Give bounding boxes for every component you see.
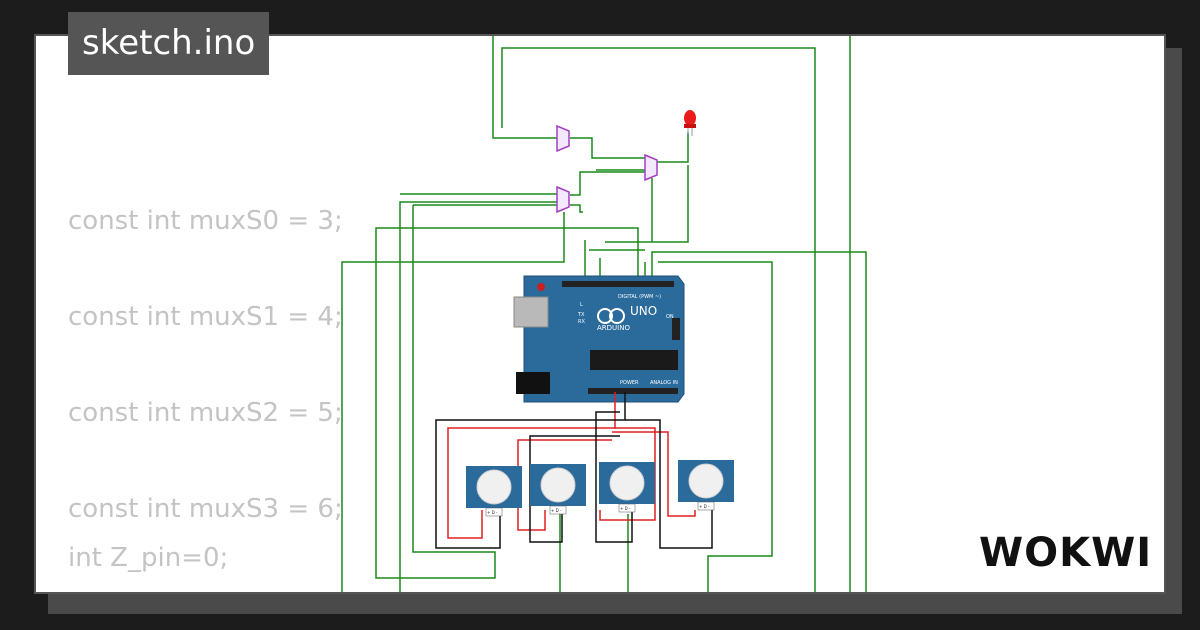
board-analog-label: ANALOG IN [650,380,678,386]
sketch-title: sketch.ino [82,23,256,63]
board-power-label: POWER [620,380,639,386]
pir-3-pin-label: + D - [620,506,631,511]
red-wire-2 [599,427,656,521]
led [684,110,696,136]
wokwi-logo: WOKWI [979,530,1152,576]
pir-2-pin-label: + D - [551,508,562,513]
board-model-label: UNO [630,304,657,318]
pir-sensor-3 [599,462,655,513]
green-wires [341,36,867,592]
black-wire-1 [435,392,626,549]
code-line-3: const int muxS2 = 5; [68,398,343,428]
mux-chip-2 [644,153,658,182]
pir-1-pin-label: + D - [487,510,498,515]
code-line-4: const int muxS3 = 6; [68,494,343,524]
pir-sensor-2 [530,464,586,515]
arduino-board [513,275,685,403]
mux-chip-1 [556,124,570,153]
code-line-1: const int muxS0 = 3; [68,206,343,236]
board-brand-label: ARDUINO [597,324,630,332]
board-digital-label: DIGITAL (PWM ~) [618,294,661,300]
pir-sensor-1 [466,466,522,517]
code-line-2: const int muxS1 = 4; [68,302,343,332]
red-wire-1 [447,392,616,539]
code-line-5: int Z_pin=0; [68,543,229,573]
board-on-label: ON [666,314,674,320]
red-wire-4 [612,431,696,517]
red-wire-3 [517,439,612,531]
black-wire-3 [595,411,633,543]
wokwi-logo-text: WOKWI [979,530,1152,576]
black-wire-2 [625,419,713,549]
mux-chip-3 [556,185,570,214]
black-wire-4 [529,435,620,543]
pir-4-pin-label: + D - [699,504,710,509]
board-l-label: L [580,302,583,308]
board-rx-label: RX [578,319,585,325]
board-tx-label: TX [577,312,585,318]
sketch-title-tab: sketch.ino [68,12,270,75]
pir-sensor-4 [678,460,734,511]
